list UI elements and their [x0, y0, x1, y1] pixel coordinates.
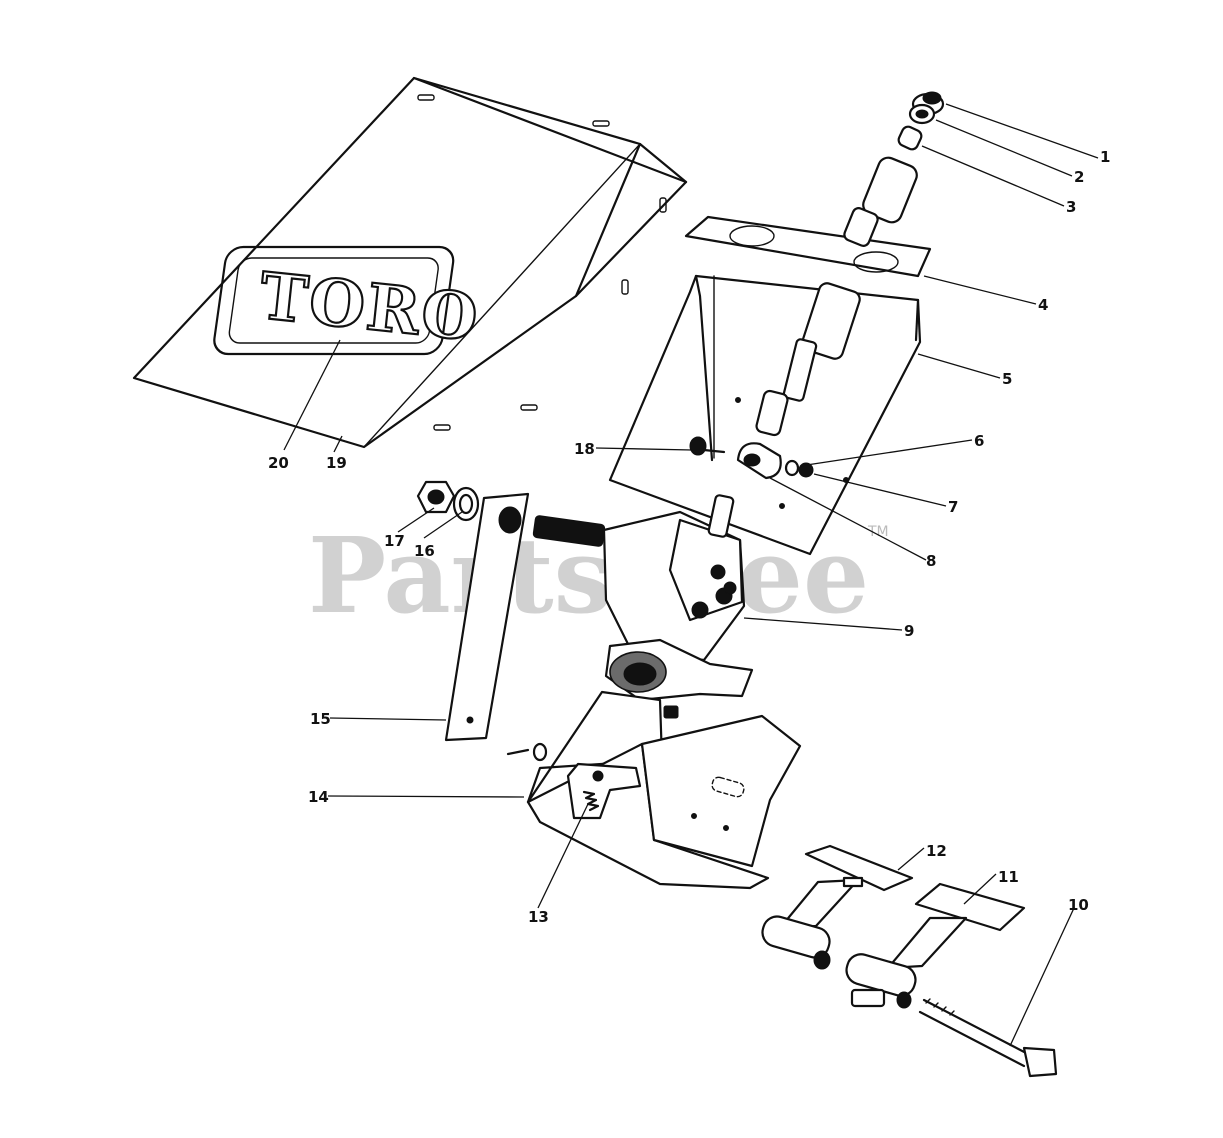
callout-2: 2 [1074, 168, 1084, 186]
callout-7: 7 [948, 498, 958, 516]
steering-shaft[interactable] [755, 155, 920, 437]
callout-9: 9 [904, 622, 914, 640]
part-2-washer[interactable] [908, 103, 936, 125]
part-8-steering-arm[interactable] [736, 442, 782, 480]
callout-3: 3 [1066, 198, 1076, 216]
part-18-bolt[interactable] [689, 436, 726, 456]
callout-1: 1 [1100, 148, 1110, 166]
part-15-steering-arm[interactable] [444, 492, 530, 742]
part-19-hood-cover[interactable] [132, 76, 688, 449]
part-4-console-plate[interactable] [684, 215, 932, 278]
part-7-nut[interactable] [798, 462, 814, 478]
leader-lines [283, 103, 1099, 1047]
callout-labels: 1 2 3 4 5 6 7 8 9 10 11 12 13 14 15 16 1… [268, 148, 1110, 926]
callout-8: 8 [926, 552, 936, 570]
part-13-ratchet-lever[interactable] [506, 742, 642, 820]
callout-12: 12 [926, 842, 947, 860]
callout-17: 17 [384, 532, 405, 550]
callout-14: 14 [308, 788, 329, 806]
callout-10: 10 [1068, 896, 1089, 914]
part-17-nut[interactable] [416, 480, 456, 514]
part-14-frame-bracket[interactable] [526, 690, 802, 890]
callout-15: 15 [310, 710, 331, 728]
callout-6: 6 [974, 432, 984, 450]
part-6-lockwasher[interactable] [784, 459, 800, 477]
part-10-pivot-pin[interactable] [918, 998, 1058, 1078]
part-12-brake-pedal[interactable] [759, 844, 914, 970]
callout-11: 11 [998, 868, 1019, 886]
hood-slots [417, 94, 667, 431]
part-9-steering-gear[interactable] [532, 494, 754, 702]
callout-4: 4 [1038, 296, 1048, 314]
callout-20: 20 [268, 454, 289, 472]
callout-5: 5 [1002, 370, 1012, 388]
watermark-trademark: TM [867, 524, 889, 540]
part-3-bushing[interactable] [897, 125, 924, 152]
callout-13: 13 [528, 908, 549, 926]
part-11-clutch-pedal[interactable] [843, 882, 1026, 1009]
part-16-washer[interactable] [452, 486, 480, 522]
callout-19: 19 [326, 454, 347, 472]
callout-16: 16 [414, 542, 435, 560]
callout-18: 18 [574, 440, 595, 458]
